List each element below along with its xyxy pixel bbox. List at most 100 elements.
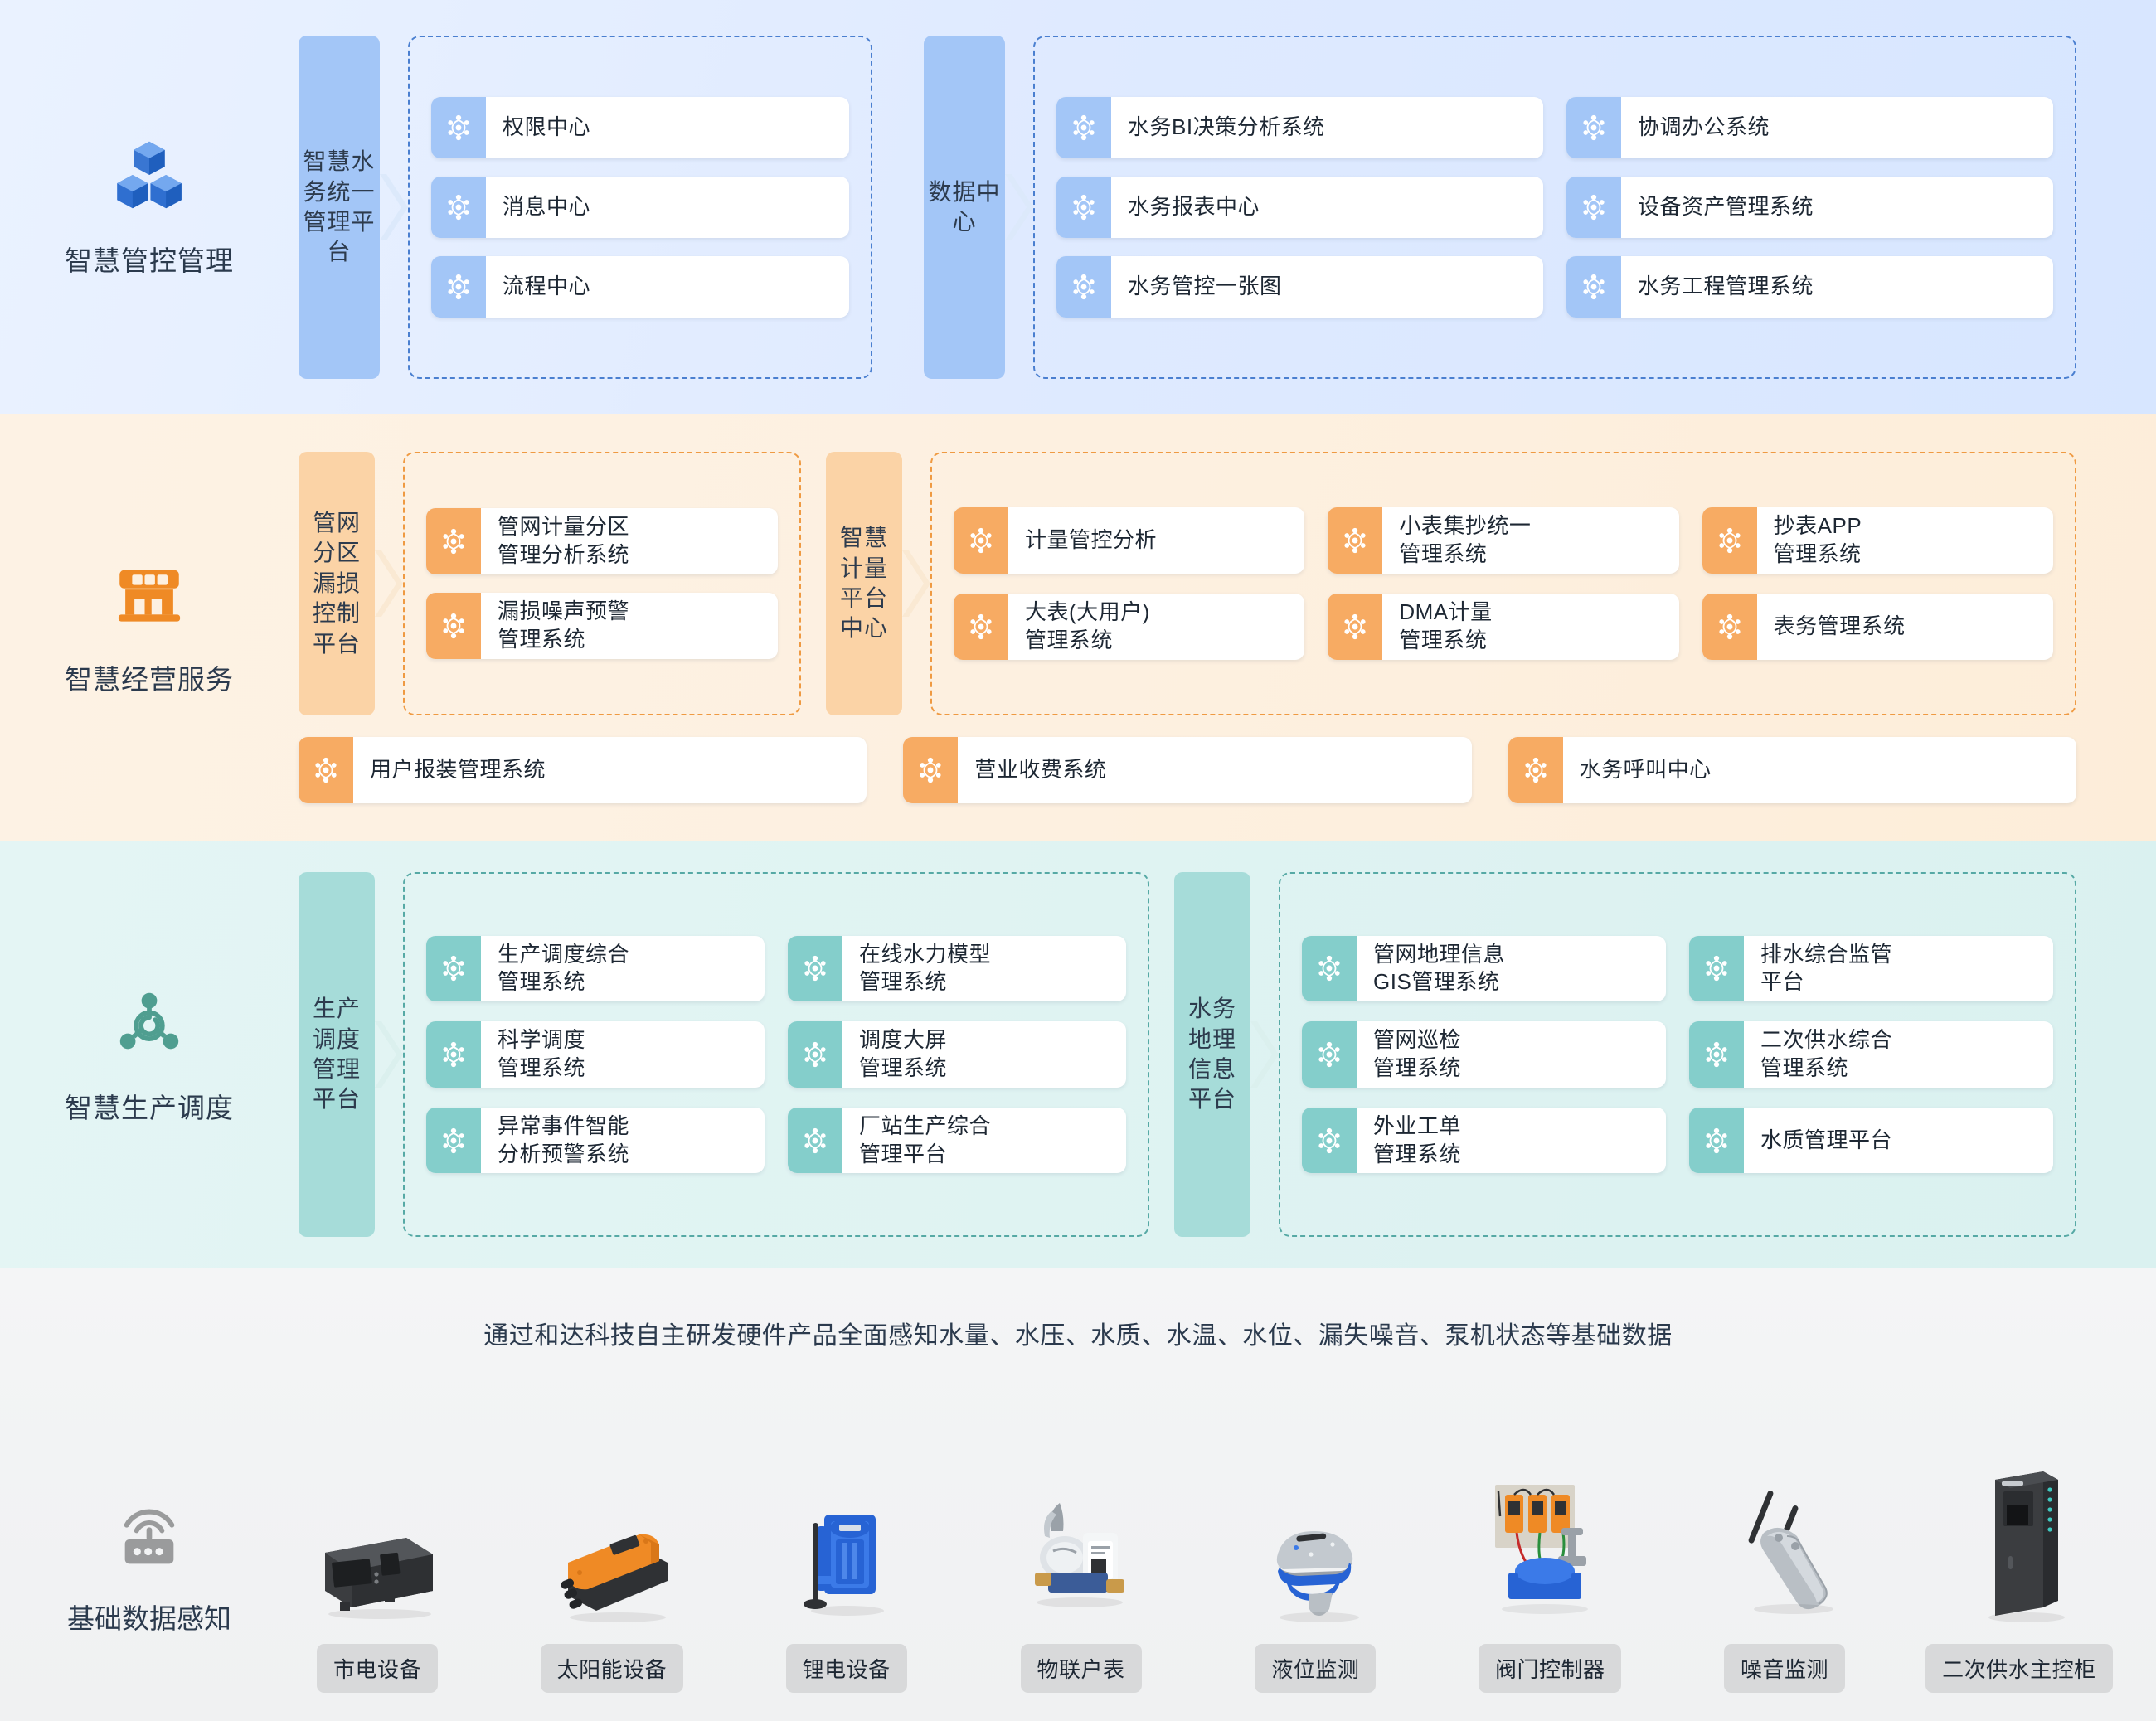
card-title: 排水综合监管 平台 [1760, 941, 1893, 995]
card-title: 小表集抄统一 管理系统 [1399, 513, 1532, 567]
node-icon [1056, 177, 1111, 238]
card-item[interactable]: 水质管理平台 [1689, 1107, 2053, 1174]
device-label: 市电设备 [316, 1644, 438, 1693]
card-item[interactable]: 漏损噪声预警 管理系统 [426, 593, 778, 659]
card-item[interactable]: 生产调度综合 管理系统 [426, 935, 765, 1002]
level-sensor-icon [1236, 1460, 1394, 1626]
card-item[interactable]: 在线水力模型 管理系统 [788, 935, 1126, 1002]
card-item[interactable]: 管网计量分区 管理分析系统 [426, 508, 778, 574]
card-title: 二次供水综合 管理系统 [1760, 1027, 1893, 1080]
card-title: 水质管理平台 [1760, 1127, 1893, 1152]
card-title: 调度大屏 管理系统 [859, 1027, 948, 1080]
node-icon [426, 1107, 481, 1174]
platform-group-dma-loss: 管网分区漏损控制平台 [299, 452, 403, 715]
device-label: 二次供水主控柜 [1925, 1644, 2113, 1693]
card-item[interactable]: 科学调度 管理系统 [426, 1021, 765, 1088]
node-icon [431, 177, 486, 238]
card-item[interactable]: 水务呼叫中心 [1508, 737, 2076, 803]
card-item[interactable]: 计量管控分析 [954, 507, 1305, 574]
section-body-control: 智慧水务统一管理平台 权限中心 消息中心 [299, 0, 2156, 414]
section-smart-control: 智慧管控管理 智慧水务统一管理平台 权限中心 [0, 0, 2156, 414]
card-item[interactable]: 小表集抄统一 管理系统 [1328, 507, 1679, 574]
card-item[interactable]: DMA计量 管理系统 [1328, 594, 1679, 660]
shop-icon [113, 559, 186, 636]
section-label-dispatch: 智慧生产调度 [0, 984, 299, 1126]
device-item[interactable]: 太阳能设备 [533, 1460, 691, 1693]
card-item[interactable]: 表务管理系统 [1702, 594, 2053, 660]
card-title: 管网计量分区 管理分析系统 [498, 514, 630, 568]
hardware-strip: 基础数据感知 [0, 1351, 2156, 1721]
card-item[interactable]: 管网巡检 管理系统 [1302, 1021, 1666, 1088]
card-item[interactable]: 排水综合监管 平台 [1689, 935, 2053, 1002]
card-title: 表务管理系统 [1773, 613, 1906, 638]
card-item[interactable]: 异常事件智能 分析预警系统 [426, 1107, 765, 1174]
platform-production-dispatch[interactable]: 生产调度管理平台 [299, 872, 375, 1237]
node-icon [431, 256, 486, 318]
card-title: 在线水力模型 管理系统 [859, 941, 992, 995]
node-icon [1056, 256, 1111, 318]
card-item[interactable]: 设备资产管理系统 [1566, 177, 2053, 238]
card-item[interactable]: 抄表APP 管理系统 [1702, 507, 2053, 574]
card-title: 水务呼叫中心 [1579, 757, 1712, 783]
device-label: 太阳能设备 [540, 1644, 684, 1693]
card-item[interactable]: 流程中心 [431, 256, 849, 318]
solar-device-icon [533, 1460, 691, 1626]
device-item[interactable]: 市电设备 [299, 1460, 456, 1693]
router-signal-icon [114, 1503, 185, 1573]
card-title: 异常事件智能 分析预警系统 [498, 1113, 630, 1166]
section-label-business: 智慧经营服务 [0, 559, 299, 697]
platform-dma-loss-control[interactable]: 管网分区漏损控制平台 [299, 452, 375, 715]
card-item[interactable]: 协调办公系统 [1566, 97, 2053, 158]
node-icon [1302, 1107, 1357, 1174]
node-icon [426, 508, 481, 574]
card-item[interactable]: 大表(大用户) 管理系统 [954, 594, 1305, 660]
node-icon [299, 737, 353, 803]
section-body-business: 管网分区漏损控制平台 管网计量分区 管理分析系统 漏损噪声预警 管理系统 [299, 414, 2156, 841]
card-item[interactable]: 水务BI决策分析系统 [1056, 97, 1543, 158]
section-smart-business: 智慧经营服务 管网分区漏损控制平台 管网计量分区 管理分析系统 [0, 414, 2156, 841]
card-item[interactable]: 调度大屏 管理系统 [788, 1021, 1126, 1088]
card-item[interactable]: 权限中心 [431, 97, 849, 158]
dispatch-icon [111, 984, 187, 1064]
card-item[interactable]: 二次供水综合 管理系统 [1689, 1021, 2053, 1088]
device-label: 液位监测 [1255, 1644, 1377, 1693]
device-item[interactable]: 液位监测 [1236, 1460, 1394, 1693]
device-label: 阀门控制器 [1478, 1644, 1622, 1693]
device-label: 锂电设备 [785, 1644, 907, 1693]
group-data-center-items: 水务BI决策分析系统 协调办公系统 水务报表中心 [1033, 36, 2076, 379]
section-label-control: 智慧管控管理 [0, 137, 299, 279]
card-item[interactable]: 营业收费系统 [903, 737, 1472, 803]
business-bottom-row: 用户报装管理系统 营业收费系统 水务呼叫中心 [299, 715, 2156, 803]
card-title: 计量管控分析 [1025, 527, 1158, 553]
device-item[interactable]: 噪音监测 [1706, 1460, 1863, 1693]
device-item[interactable]: 二次供水主控柜 [1925, 1460, 2113, 1693]
card-item[interactable]: 消息中心 [431, 177, 849, 238]
card-item[interactable]: 厂站生产综合 管理平台 [788, 1107, 1126, 1174]
node-icon [788, 1107, 842, 1174]
card-title: 流程中心 [503, 274, 591, 299]
card-item[interactable]: 外业工单 管理系统 [1302, 1107, 1666, 1174]
card-item[interactable]: 用户报装管理系统 [299, 737, 867, 803]
card-item[interactable]: 水务工程管理系统 [1566, 256, 2053, 318]
card-title: 协调办公系统 [1638, 114, 1770, 140]
node-icon [1689, 1021, 1744, 1088]
card-item[interactable]: 水务管控一张图 [1056, 256, 1543, 318]
node-icon [426, 1021, 481, 1088]
noise-logger-icon [1706, 1460, 1863, 1626]
node-icon [788, 935, 842, 1002]
device-label: 物联户表 [1020, 1644, 1142, 1693]
card-item[interactable]: 管网地理信息 GIS管理系统 [1302, 935, 1666, 1002]
platform-unified-management[interactable]: 智慧水务统一管理平台 [299, 36, 380, 379]
device-item[interactable]: 锂电设备 [768, 1460, 925, 1693]
device-item[interactable]: 阀门控制器 [1471, 1460, 1629, 1693]
card-title: 水务报表中心 [1128, 194, 1260, 220]
card-title: 水务管控一张图 [1128, 274, 1282, 299]
arrow-notch [375, 550, 403, 617]
card-item[interactable]: 水务报表中心 [1056, 177, 1543, 238]
platform-smart-metering-center[interactable]: 智慧计量平台中心 [826, 452, 902, 715]
platform-data-center[interactable]: 数据中心 [924, 36, 1005, 379]
card-title: 水务工程管理系统 [1638, 274, 1814, 299]
section-label-text: 智慧管控管理 [65, 245, 234, 276]
platform-water-gis[interactable]: 水务地理信息平台 [1174, 872, 1250, 1237]
device-item[interactable]: 物联户表 [1003, 1460, 1160, 1693]
